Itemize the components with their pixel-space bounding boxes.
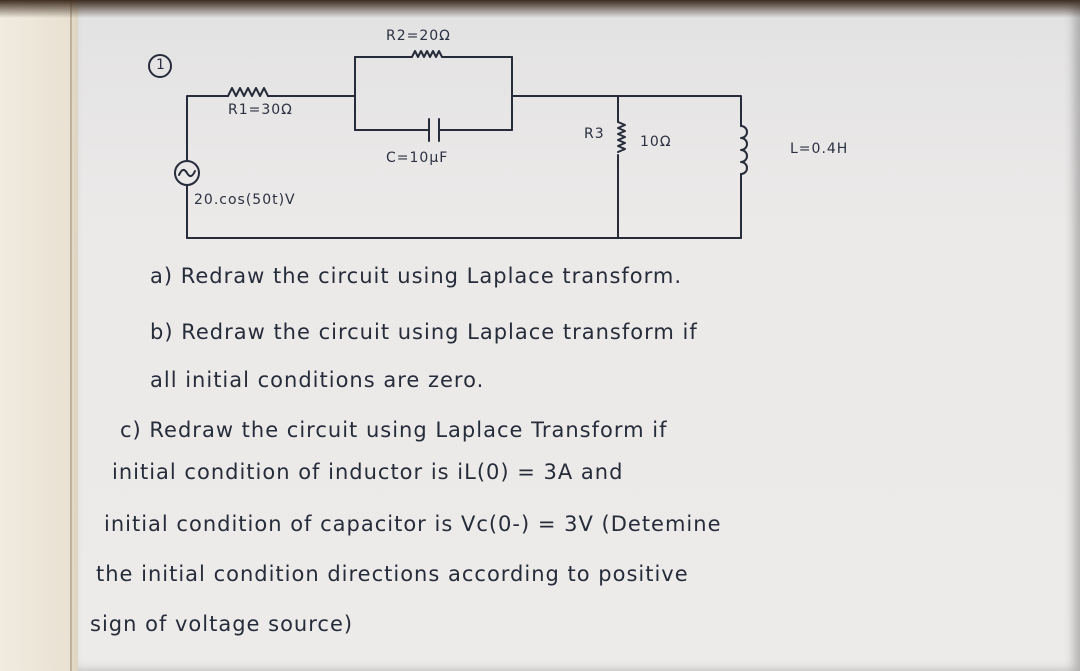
inductor-symbol: [740, 125, 748, 175]
question-c-line-4: the initial condition directions accordi…: [96, 562, 689, 586]
r2-resistor-symbol: [354, 50, 513, 58]
r3-value: 10Ω: [640, 134, 672, 150]
question-c-line-2: initial condition of inductor is iL(0) =…: [112, 460, 624, 484]
wire-top-to-inductor: [617, 95, 742, 127]
notebook-page: [78, 0, 1080, 671]
notebook-previous-page: [0, 0, 72, 671]
wire-top-to-r3: [511, 95, 619, 123]
r3-label: R3: [584, 126, 605, 142]
r1-label: R1=30Ω: [228, 102, 293, 118]
question-c-line-3: initial condition of capacitor is Vc(0-)…: [104, 512, 722, 536]
question-c-line-5: sign of voltage source): [90, 612, 354, 636]
source-label: 20.cos(50t)V: [194, 192, 296, 208]
question-b-line-2: all initial conditions are zero.: [150, 368, 485, 392]
question-a-line-1: a) Redraw the circuit using Laplace tran…: [150, 264, 683, 288]
r1-resistor-symbol: [227, 87, 269, 97]
capacitor-symbol: [428, 118, 440, 142]
r2-label: R2=20Ω: [386, 28, 451, 44]
wire-left-top: [186, 95, 229, 162]
question-c-line-1: c) Redraw the circuit using Laplace Tran…: [120, 418, 668, 442]
problem-number-circle: [148, 54, 172, 78]
shadow-top: [0, 0, 1080, 18]
sine-wave-icon: [178, 169, 196, 177]
question-b-line-1: b) Redraw the circuit using Laplace tran…: [150, 320, 698, 344]
problem-number: 1: [156, 57, 166, 73]
r3-resistor-symbol: [617, 121, 626, 153]
inductor-label: L=0.4H: [790, 141, 849, 157]
capacitor-label: C=10μF: [386, 150, 449, 166]
